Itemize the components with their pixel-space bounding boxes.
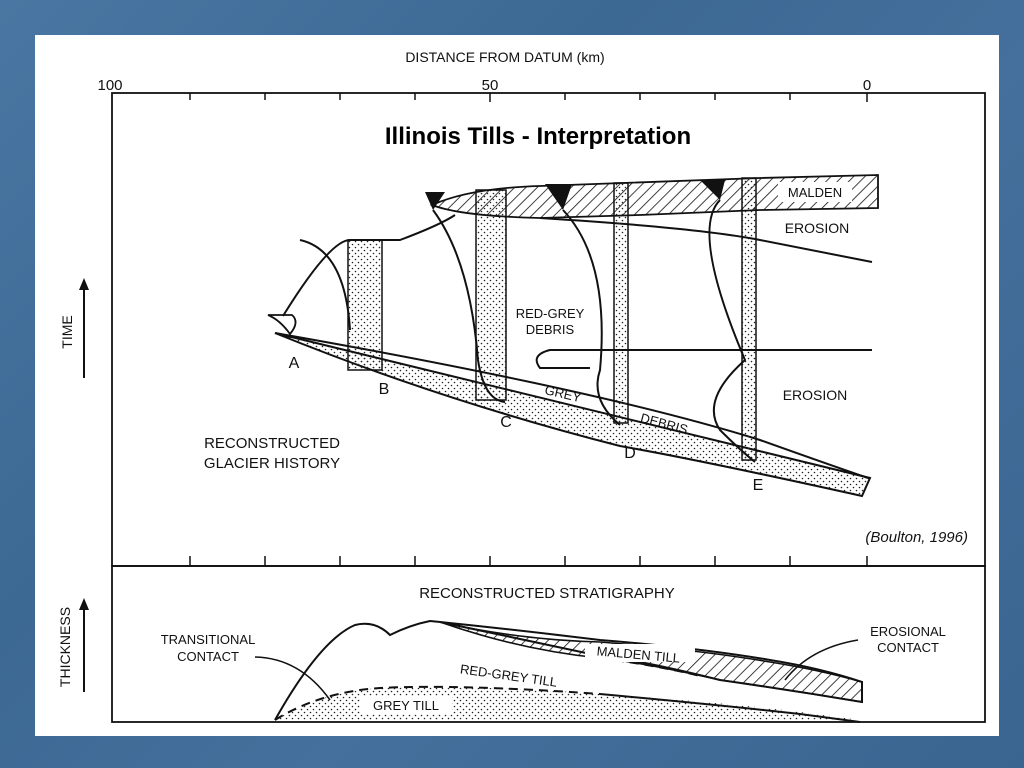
- malden-contact-dashed: [599, 657, 701, 677]
- front-e-wedge: [700, 180, 725, 200]
- column-d: [613, 182, 629, 424]
- front-d-wedge: [545, 184, 572, 210]
- x-tick-100: 100: [97, 77, 122, 94]
- red-grey-loop: [535, 349, 872, 369]
- malden-label-bg: [778, 182, 852, 202]
- grey-till-label: GREY TILL: [373, 698, 439, 713]
- reconstructed-label-2: GLACIER HISTORY: [204, 455, 340, 472]
- malden-band: [429, 174, 879, 219]
- column-b: [347, 239, 383, 371]
- column-c: [475, 189, 507, 401]
- malden-till-label: MALDEN TILL: [596, 643, 681, 665]
- front-c-wedge: [425, 192, 445, 210]
- transitional-leader: [254, 656, 331, 701]
- front-a: [267, 314, 297, 336]
- front-d-curve: [562, 209, 621, 426]
- red-grey-label-1: RED-GREY: [516, 306, 585, 321]
- transitional-label-1: TRANSITIONAL: [161, 632, 256, 647]
- figure-paper: [35, 35, 999, 736]
- stratigraphy-title: RECONSTRUCTED STRATIGRAPHY: [419, 585, 675, 602]
- bottom-panel-frame: [111, 565, 986, 723]
- point-b-label: B: [379, 381, 390, 398]
- erosional-label-1: EROSIONAL: [870, 624, 946, 639]
- malden-till-label-bg: [585, 644, 695, 662]
- front-e-curve: [708, 199, 756, 463]
- grey-till-base: [599, 693, 861, 723]
- column-e: [741, 177, 757, 461]
- front-b-curve: [299, 239, 351, 331]
- erosion-upper-label: EROSION: [785, 220, 850, 236]
- page-title: Illinois Tills - Interpretation: [385, 123, 691, 150]
- reconstructed-label-1: RECONSTRUCTED: [204, 435, 340, 452]
- grey-debris-band: [274, 332, 872, 498]
- point-d-label: D: [624, 445, 636, 462]
- grey-till-label-bg: [360, 696, 452, 714]
- thickness-arrowhead: [79, 598, 89, 610]
- x-tick-0: 0: [863, 77, 871, 94]
- grey-debris-upper-edge: [274, 332, 869, 479]
- front-c-curve: [432, 209, 506, 403]
- x-axis-title: DISTANCE FROM DATUM (km): [405, 49, 604, 65]
- erosional-label-2: CONTACT: [877, 640, 939, 655]
- transitional-label-2: CONTACT: [177, 649, 239, 664]
- time-arrowhead: [79, 278, 89, 290]
- erosional-leader: [784, 639, 859, 681]
- red-grey-label-2: DEBRIS: [526, 322, 575, 337]
- malden-label: MALDEN: [788, 185, 842, 200]
- x-tick-50: 50: [482, 77, 499, 94]
- front-a-curve: [282, 214, 456, 317]
- erosion-lower-label: EROSION: [783, 387, 848, 403]
- time-label: TIME: [59, 315, 75, 348]
- red-grey-till-label: RED-GREY TILL: [459, 661, 558, 689]
- transitional-contact-line: [274, 685, 601, 721]
- point-e-label: E: [753, 477, 764, 494]
- point-c-label: C: [500, 414, 512, 431]
- bottom-axis-ticks: [189, 556, 868, 566]
- top-axis-ticks: [189, 93, 868, 102]
- thickness-label: THICKNESS: [57, 607, 73, 687]
- point-a-label: A: [289, 355, 300, 372]
- citation: (Boulton, 1996): [865, 529, 968, 546]
